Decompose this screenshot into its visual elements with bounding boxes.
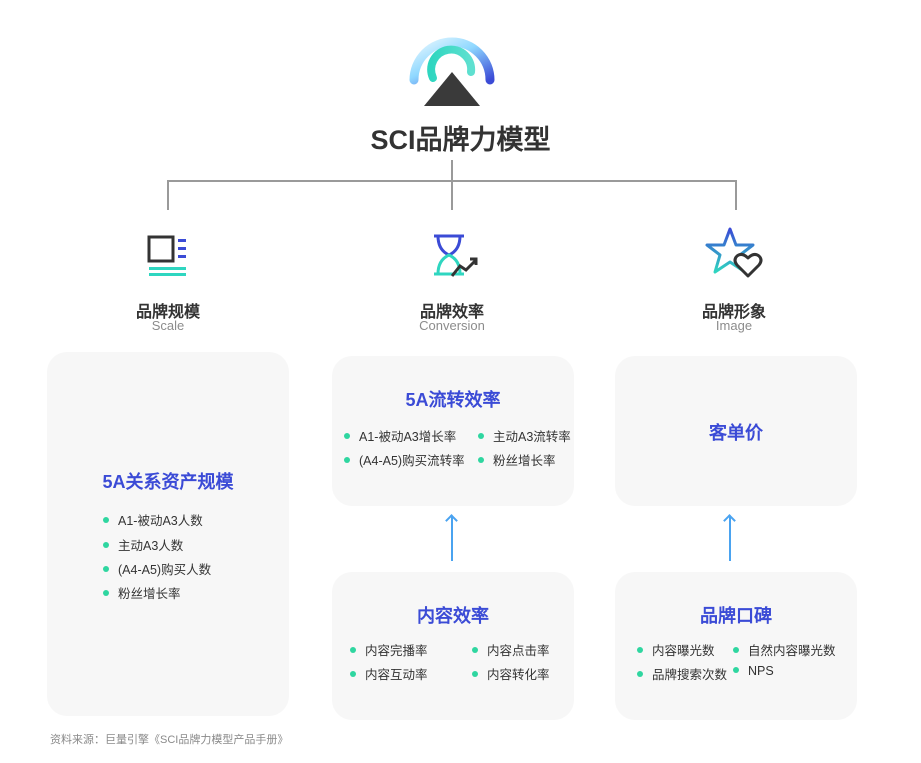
card-conversion: 5A流转效率 A1-被动A3增长率 主动A3流转率 (A4-A5)购买流转率 粉… — [332, 356, 574, 506]
scale-icon — [147, 235, 186, 276]
card-title-conversion: 5A流转效率 — [405, 390, 501, 410]
star-heart-icon — [705, 227, 763, 278]
list-item: 自然内容曝光数 — [733, 640, 836, 659]
connector-left — [167, 180, 169, 210]
card-content-efficiency: 内容效率 内容完播率 内容点击率 内容互动率 内容转化率 — [332, 572, 574, 720]
connector-right — [735, 180, 737, 210]
list-item: 内容点击率 — [472, 640, 550, 659]
list-item: 内容完播率 — [350, 640, 428, 659]
column-title-conversion: 品牌效率 — [419, 304, 484, 321]
list-item: 主动A3流转率 — [478, 426, 571, 445]
hourglass-trend-icon — [434, 234, 478, 277]
list-item: 内容互动率 — [350, 664, 428, 683]
list-item: 品牌搜索次数 — [637, 664, 727, 683]
card-image: 客单价 — [615, 356, 857, 506]
column-subtitle-conversion: Conversion — [419, 318, 485, 333]
list-item: (A4-A5)购买人数 — [103, 559, 211, 578]
list-item: 内容曝光数 — [637, 640, 715, 659]
list-item: A1-被动A3人数 — [103, 510, 203, 529]
card-title-image: 客单价 — [709, 423, 763, 443]
connector-middle — [451, 180, 453, 210]
card-scale: 5A关系资产规模 A1-被动A3人数 主动A3人数 (A4-A5)购买人数 粉丝… — [47, 352, 289, 716]
column-title-scale: 品牌规模 — [135, 304, 200, 321]
list-item: A1-被动A3增长率 — [344, 426, 456, 445]
source-note: 资料来源：巨量引擎《SCI品牌力模型产品手册》 — [50, 734, 289, 746]
list-item: 粉丝增长率 — [103, 583, 181, 602]
column-subtitle-image: Image — [715, 318, 753, 333]
card-title-content-efficiency: 内容效率 — [417, 606, 489, 626]
diagram-title: SCI品牌力模型 — [370, 125, 551, 155]
arrow-up-image — [729, 517, 731, 561]
column-title-image: 品牌形象 — [701, 304, 766, 321]
list-item: NPS — [733, 664, 774, 678]
list-item: 粉丝增长率 — [478, 450, 556, 469]
list-item: (A4-A5)购买流转率 — [344, 450, 465, 469]
card-title-brand-reputation: 品牌口碑 — [700, 606, 772, 626]
list-item: 内容转化率 — [472, 664, 550, 683]
column-subtitle-scale: Scale — [151, 318, 185, 333]
arrow-up-conversion — [451, 517, 453, 561]
list-item: 主动A3人数 — [103, 535, 183, 554]
sci-logo-icon — [409, 37, 495, 106]
card-brand-reputation: 品牌口碑 内容曝光数 自然内容曝光数 品牌搜索次数 NPS — [615, 572, 857, 720]
connector-vertical-top — [451, 160, 453, 182]
card-title-scale: 5A关系资产规模 — [102, 472, 234, 492]
